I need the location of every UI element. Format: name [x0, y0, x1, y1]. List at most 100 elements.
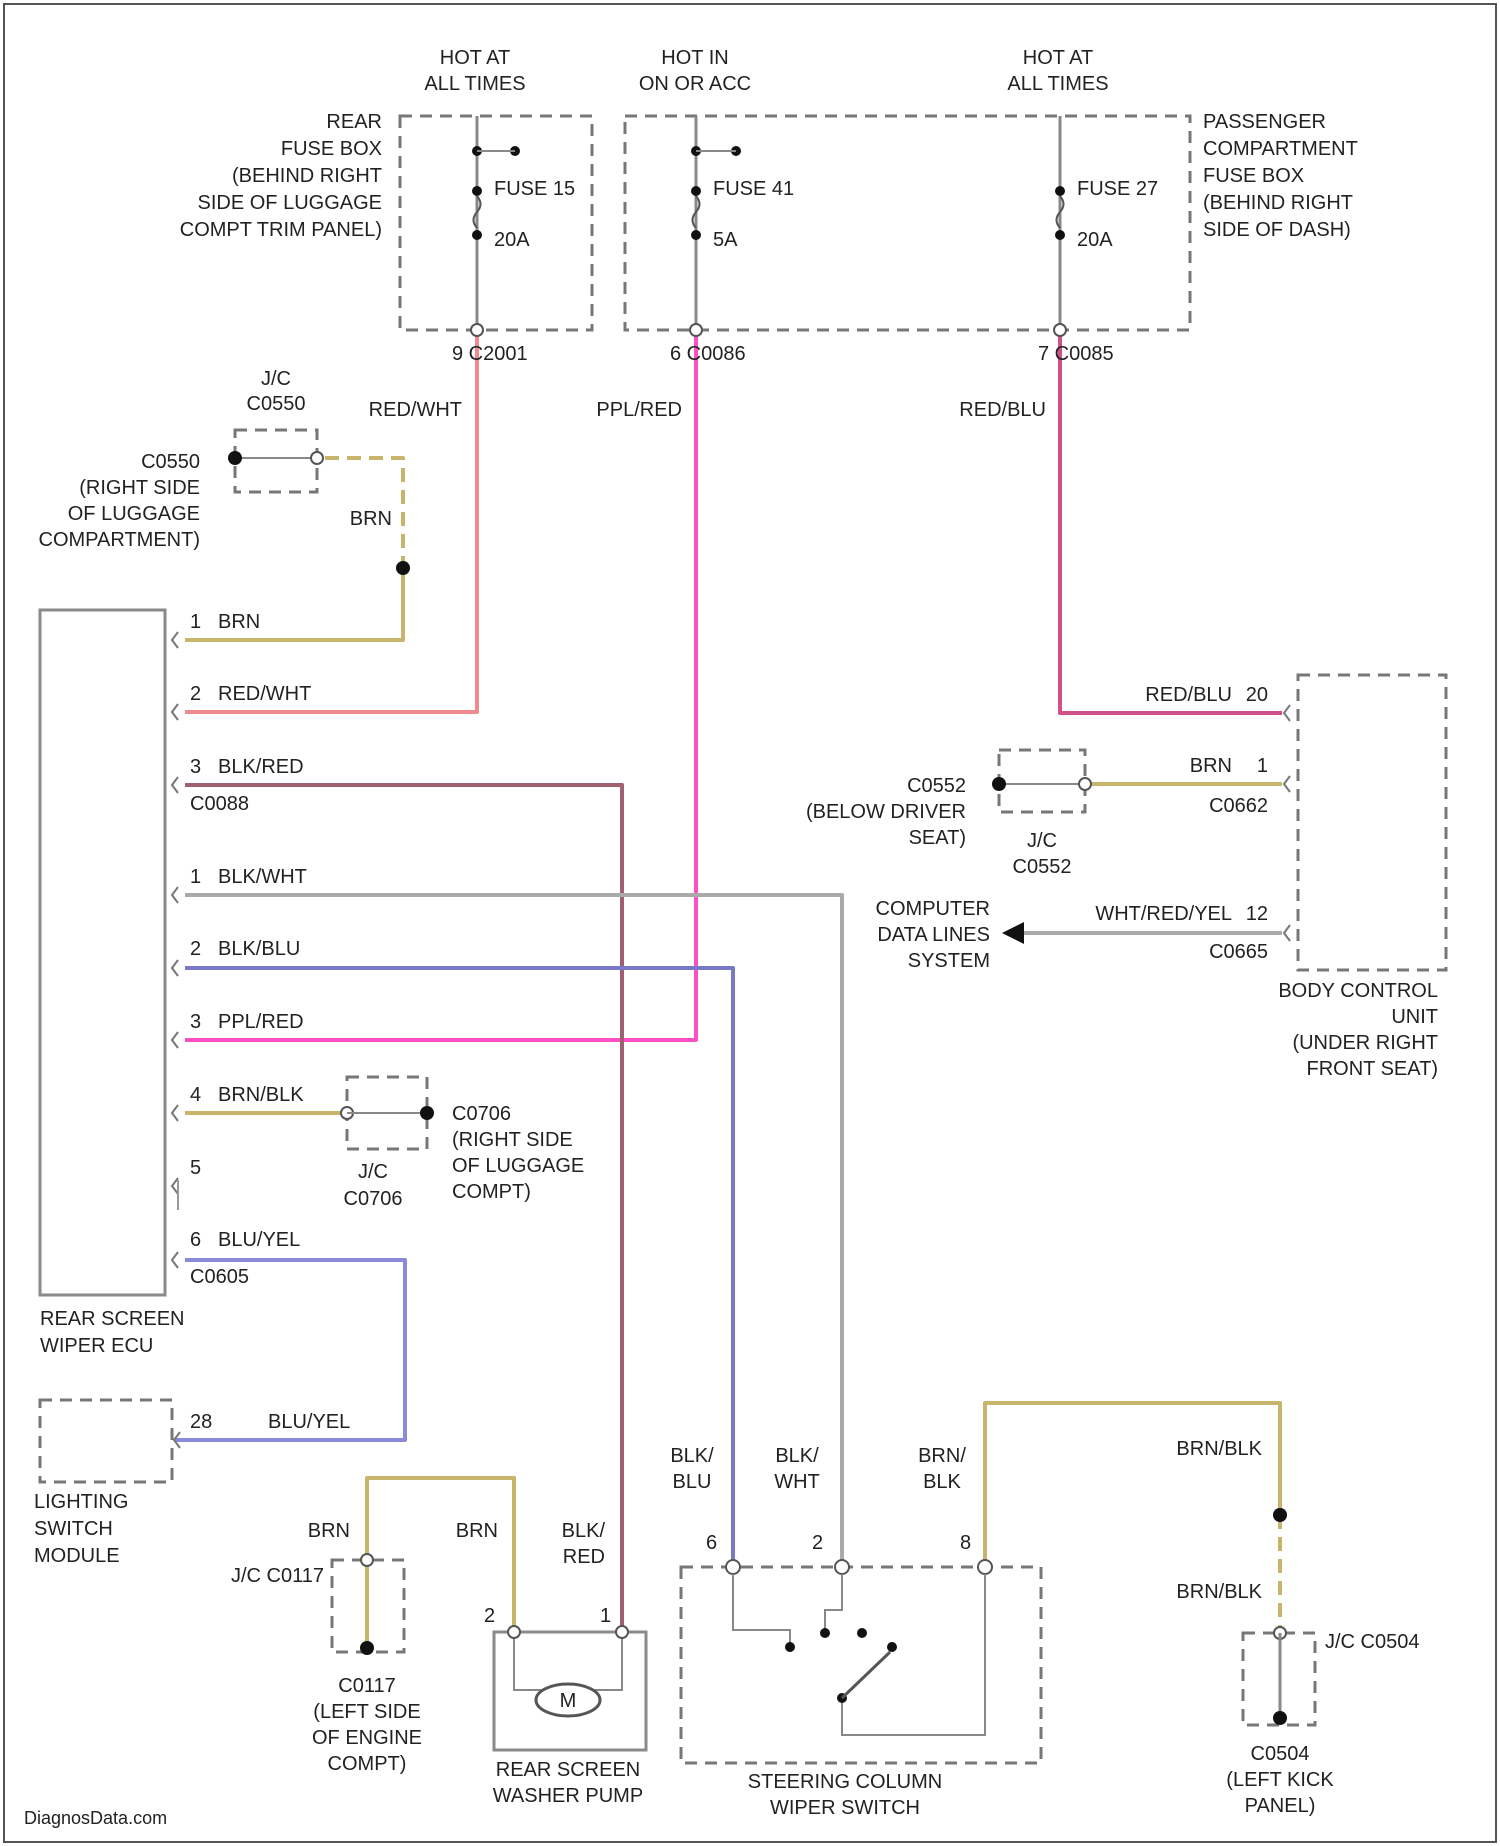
pass-fuse-desc-5: SIDE OF DASH): [1203, 219, 1351, 241]
ecu-bot-pin-3-wire: PPL/RED: [218, 1011, 304, 1033]
lighting-name-2: SWITCH: [34, 1518, 113, 1540]
ground-c0706-label: C0706: [452, 1103, 511, 1125]
jc-c0504-label: J/C C0504: [1325, 1631, 1420, 1653]
passenger-fuse-box: HOT IN ON OR ACC HOT AT ALL TIMES FUSE 4…: [625, 47, 1358, 365]
ground-c0552-desc-2: SEAT): [909, 827, 966, 849]
rear-wiper-ecu: REAR SCREEN WIPER ECU 1 BRN 2 RED/WHT 3 …: [40, 610, 311, 1357]
bcu-name-3: (UNDER RIGHT: [1292, 1032, 1438, 1054]
bcu-pin12-wire: WHT/RED/YEL: [1095, 903, 1232, 925]
data-lines-label-1: COMPUTER: [876, 898, 990, 920]
jc-c0504: BRN/BLK BRN/BLK J/C C0504 C0504 (LEFT KI…: [1176, 1438, 1419, 1817]
ecu-top-pin-3-num: 3: [190, 756, 201, 778]
bcu-pin-stubs: [1284, 705, 1290, 941]
pump-wire-left-b: BRN: [456, 1520, 498, 1542]
fuse-27-connector: 7 C0085: [1038, 343, 1114, 365]
steering-wire2-1: BLK/: [775, 1445, 819, 1467]
ground-c0550-label: C0550: [141, 451, 200, 473]
jc-c0552-label-1: J/C: [1027, 830, 1057, 852]
ground-c0504-label: C0504: [1251, 1743, 1310, 1765]
wire-blk-red: [185, 785, 622, 1632]
ecu-pin-stubs: [172, 632, 178, 1268]
ecu-top-connector: C0088: [190, 793, 249, 815]
pass-fuse-desc-1: PASSENGER: [1203, 111, 1326, 133]
bcu-pin12-num: 12: [1246, 903, 1268, 925]
pump-wire-right-2: RED: [563, 1546, 605, 1568]
data-lines-label-3: SYSTEM: [908, 950, 990, 972]
lighting-name-1: LIGHTING: [34, 1491, 128, 1513]
pump-name-1: REAR SCREEN: [496, 1759, 640, 1781]
ground-c0552-label: C0552: [907, 775, 966, 797]
pump-wire-left-a: BRN: [308, 1520, 350, 1542]
ground-c0706-desc-2: OF LUGGAGE: [452, 1155, 584, 1177]
label-ppl-red-top: PPL/RED: [596, 399, 682, 421]
label-red-wht-top: RED/WHT: [369, 399, 462, 421]
fuse-15-label: FUSE 15: [494, 178, 575, 200]
ground-c0117-desc-3: COMPT): [328, 1753, 407, 1775]
label-red-blu-top: RED/BLU: [959, 399, 1046, 421]
data-lines-label-2: DATA LINES: [877, 924, 990, 946]
steering-pin8-num: 8: [960, 1532, 971, 1554]
brn-c0550-label: BRN: [350, 508, 392, 530]
jc-c0550-outline: [235, 430, 317, 492]
bcu-name-1: BODY CONTROL: [1278, 980, 1438, 1002]
bcu-pin20-wire: RED/BLU: [1145, 684, 1232, 706]
fuse-41-amps: 5A: [713, 229, 738, 251]
wire-red-wht: [185, 330, 477, 712]
hot-at-label-1: HOT AT: [1023, 47, 1093, 69]
pump-pin2-num: 2: [484, 1605, 495, 1627]
bcu-pin1-conn: C0662: [1209, 795, 1268, 817]
steering-name-1: STEERING COLUMN: [748, 1771, 942, 1793]
jc-c0550-label-1: J/C: [261, 368, 291, 390]
wire-blk-blu: [185, 968, 733, 1560]
rear-fuse-desc-1: REAR: [326, 111, 382, 133]
lighting-outline: [40, 1400, 172, 1482]
ground-c0706-desc-3: COMPT): [452, 1181, 531, 1203]
ecu-top-pin-2-wire: RED/WHT: [218, 683, 311, 705]
splice-brn-blk: [1273, 1508, 1287, 1522]
steering-wire8-2: BLK: [923, 1471, 961, 1493]
ground-c0504-dot: [1273, 1711, 1287, 1725]
lighting-pin-num: 28: [190, 1411, 212, 1433]
jc-c0706-label-1: J/C: [358, 1161, 388, 1183]
wire-brn-blk-steering: [985, 1403, 1280, 1560]
pass-fuse-desc-4: (BEHIND RIGHT: [1203, 192, 1353, 214]
lighting-pin-wire: BLU/YEL: [268, 1411, 350, 1433]
steering-wire8-1: BRN/: [918, 1445, 966, 1467]
fuse-27-amps: 20A: [1077, 229, 1113, 251]
jc-c0550-label-2: C0550: [247, 393, 306, 415]
ecu-bot-pin-3-num: 3: [190, 1011, 201, 1033]
wire-blk-wht: [185, 895, 842, 1560]
ground-c0552-desc-1: (BELOW DRIVER: [806, 801, 966, 823]
splice-brn: [396, 561, 410, 575]
bcu-name-2: UNIT: [1391, 1006, 1438, 1028]
ground-c0552-dot: [992, 777, 1006, 791]
rear-hot-label-1: HOT AT: [440, 47, 510, 69]
jc-c0117-label: J/C C0117: [231, 1565, 324, 1587]
jc-c0706-label-2: C0706: [344, 1188, 403, 1210]
ecu-bot-pin-6-wire: BLU/YEL: [218, 1229, 300, 1251]
jc-c0552-label-2: C0552: [1013, 856, 1072, 878]
ground-c0117-desc-2: OF ENGINE: [312, 1727, 422, 1749]
ecu-name-2: WIPER ECU: [40, 1335, 153, 1357]
ecu-bot-pin-4-num: 4: [190, 1084, 201, 1106]
ecu-bottom-connector: C0605: [190, 1266, 249, 1288]
bcu-pin1-wire: BRN: [1190, 755, 1232, 777]
rear-fuse-desc-4: SIDE OF LUGGAGE: [198, 192, 382, 214]
rear-wiper-ecu-box: [40, 610, 165, 1295]
ecu-name-1: REAR SCREEN: [40, 1308, 184, 1330]
body-control-unit: BODY CONTROL UNIT (UNDER RIGHT FRONT SEA…: [806, 675, 1446, 1080]
pass-fuse-desc-2: COMPARTMENT: [1203, 138, 1358, 160]
wires: [175, 330, 1282, 1648]
ecu-top-pin-3-wire: BLK/RED: [218, 756, 304, 778]
steering-name-2: WIPER SWITCH: [770, 1797, 920, 1819]
fuse-27-label: FUSE 27: [1077, 178, 1158, 200]
jc-c0552-outline: [999, 750, 1085, 812]
jc-c0706: C0706 (RIGHT SIDE OF LUGGAGE COMPT) J/C …: [341, 1077, 584, 1210]
pump-wire-right-1: BLK/: [562, 1520, 606, 1542]
ecu-top-pin-1-num: 1: [190, 611, 201, 633]
rear-fuse-box: HOT AT ALL TIMES FUSE 15 20A 9 C2001 REA…: [180, 47, 592, 365]
ground-c0550-desc-3: COMPARTMENT): [39, 529, 200, 551]
pump-pin1-num: 1: [600, 1605, 611, 1627]
ecu-top-pin-2-num: 2: [190, 683, 201, 705]
